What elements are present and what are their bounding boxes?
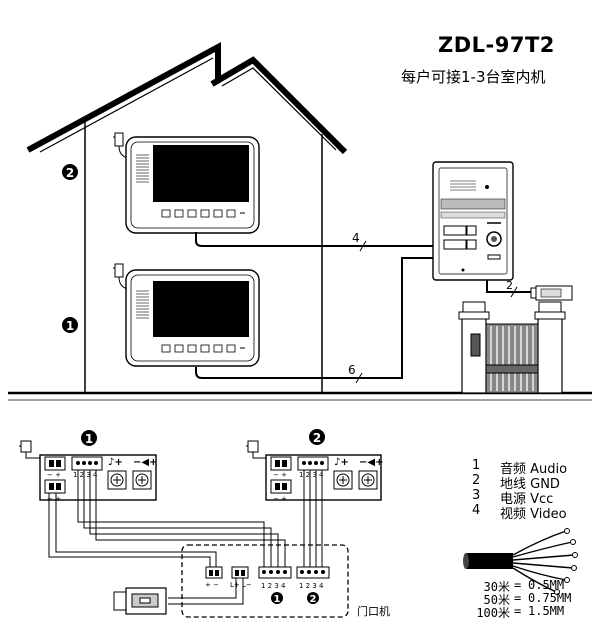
house xyxy=(8,41,592,401)
svg-text:1: 1 xyxy=(66,319,74,333)
model-title: ZDL-97T2 xyxy=(438,33,555,57)
svg-text:2: 2 xyxy=(313,431,321,445)
legend-label: 音频 Audio xyxy=(500,462,568,477)
cable-size: 0.75MM xyxy=(528,591,572,605)
wiring-unit-2: ♪+ −◀+ − + − + 1 2 3 4 2 xyxy=(246,429,383,503)
wires-lock xyxy=(168,578,244,605)
svg-text:1 2 3 4: 1 2 3 4 xyxy=(73,471,98,479)
legend-num: 4 xyxy=(472,503,481,518)
svg-text:L+ L−: L+ L− xyxy=(230,581,252,589)
svg-text:1: 1 xyxy=(274,594,281,605)
cable-length: 50米 xyxy=(483,593,510,607)
indoor-monitor-upper xyxy=(113,132,260,234)
svg-text:− +: − + xyxy=(273,495,287,503)
cable-count-6: 6 xyxy=(348,363,356,377)
indoor-monitor-lower xyxy=(113,263,260,367)
legend-label: 地线 GND xyxy=(500,477,560,492)
cable-eq: = xyxy=(514,604,522,618)
wires-unit-1 xyxy=(48,470,286,567)
house-cables xyxy=(195,232,535,379)
svg-text:1 2 3 4: 1 2 3 4 xyxy=(261,582,286,590)
cable-bundle-icon xyxy=(463,528,578,595)
svg-text:1 2 3 4: 1 2 3 4 xyxy=(299,582,324,590)
svg-text:− +: − + xyxy=(273,471,287,479)
legend-num: 2 xyxy=(472,473,481,488)
svg-text:1: 1 xyxy=(85,432,93,446)
cable-length: 100米 xyxy=(476,606,510,620)
svg-text:+ −: + − xyxy=(205,581,219,589)
svg-text:2: 2 xyxy=(66,166,74,180)
legend-label: 视频 Video xyxy=(500,507,567,522)
svg-text:♪+: ♪+ xyxy=(334,457,349,468)
door-station-box xyxy=(181,544,349,618)
svg-text:− +: − + xyxy=(47,471,61,479)
electric-lock-wiring xyxy=(113,587,167,615)
cable-eq: = xyxy=(514,591,522,605)
door-station-label: 门口机 xyxy=(357,605,390,618)
cable-length: 30米 xyxy=(483,580,510,594)
legend-num: 1 xyxy=(472,458,481,473)
legend-label: 电源 Vcc xyxy=(500,492,554,507)
wiring-unit-1: ♪+ −◀+ − + − + 1 2 3 4 1 xyxy=(19,430,157,503)
gate xyxy=(458,301,566,394)
outdoor-door-station xyxy=(432,161,514,281)
legend-num: 3 xyxy=(472,488,481,503)
model-subtitle: 每户可接1-3台室内机 xyxy=(401,68,546,86)
door-terminals: + − L+ L− 1 2 3 4 1 2 3 4 1 2 xyxy=(205,566,330,605)
electric-lock-house xyxy=(530,285,573,301)
cable-count-2: 2 xyxy=(506,279,513,292)
cable-count-marks xyxy=(355,240,518,384)
svg-text:♪+: ♪+ xyxy=(108,457,123,468)
svg-text:− +: − + xyxy=(47,495,61,503)
svg-text:1 2 3 4: 1 2 3 4 xyxy=(299,471,324,479)
cable-size: 0.5MM xyxy=(528,578,565,592)
cable-count-4: 4 xyxy=(352,231,360,245)
house-marker-2: 2 xyxy=(62,164,78,180)
house-marker-1: 1 xyxy=(62,317,78,333)
cable-size: 1.5MM xyxy=(528,604,565,618)
svg-text:2: 2 xyxy=(310,594,317,605)
svg-text:−◀+: −◀+ xyxy=(359,457,383,468)
wires-unit-2 xyxy=(303,470,323,567)
cable-eq: = xyxy=(514,578,522,592)
svg-text:−◀+: −◀+ xyxy=(133,457,157,468)
